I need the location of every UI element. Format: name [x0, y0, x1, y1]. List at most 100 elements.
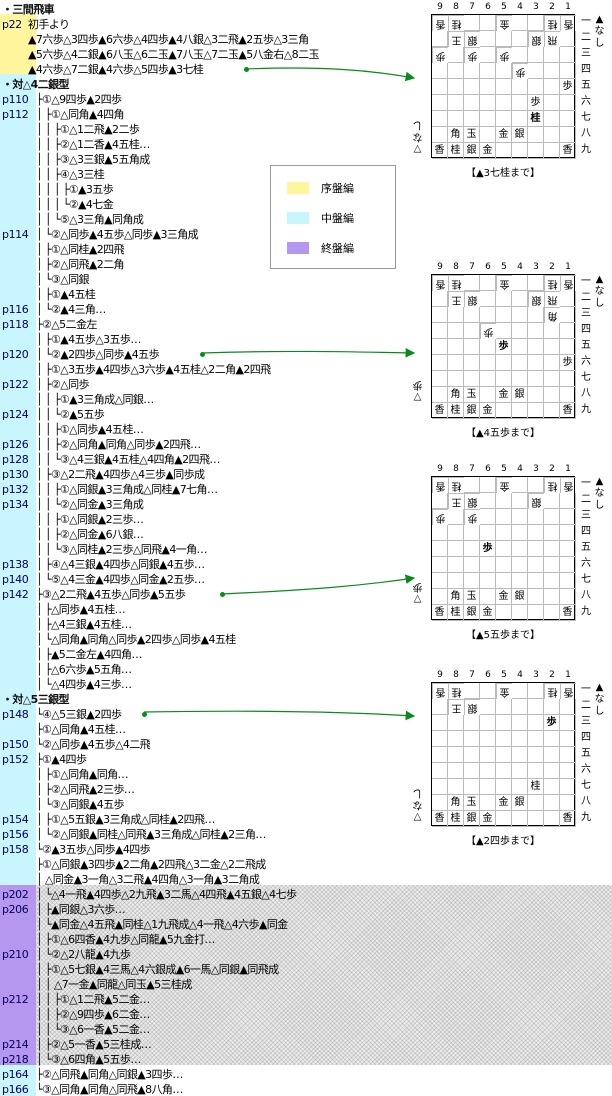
tree-row: p212 │ │ ├①△1二飛▲5二金…	[0, 992, 420, 1008]
board-square: 桂	[528, 111, 544, 127]
board-square: 桂	[448, 15, 464, 31]
rank-label: 三	[581, 716, 591, 727]
page-number: p202	[2, 888, 29, 901]
board-square	[512, 371, 528, 387]
rank-label: 二	[581, 494, 591, 505]
tree-row: │ ├②△同飛▲2二角	[0, 257, 420, 273]
board-square	[480, 339, 496, 355]
board-square	[464, 683, 480, 699]
tree-row: p158 └②▲3五歩△同歩▲4四歩	[0, 842, 420, 858]
board-square	[448, 63, 464, 79]
gote-hand: ▲なし	[594, 14, 605, 49]
rank-label: 七	[581, 574, 591, 585]
section-heading: ・三間飛車	[0, 2, 420, 18]
board-square	[432, 339, 448, 355]
board-square: 飛	[544, 31, 560, 47]
board-square	[512, 355, 528, 371]
rank-label: 五	[581, 542, 591, 553]
tree-row: │ │ ├②△同金▲6八銀…	[0, 527, 420, 543]
board-square	[448, 307, 464, 323]
rank-label: 三	[581, 510, 591, 521]
arrow-2	[201, 348, 416, 358]
board-square	[560, 557, 576, 573]
board-square	[496, 307, 512, 323]
page-number: p132	[2, 483, 29, 496]
arrow-3	[221, 574, 416, 595]
board-square	[480, 291, 496, 307]
board-square	[512, 143, 528, 159]
page-number: p138	[2, 558, 29, 571]
board-square: 香	[560, 15, 576, 31]
board-square	[544, 557, 560, 573]
file-label: 8	[453, 2, 459, 12]
board-square	[496, 525, 512, 541]
file-label: 9	[437, 464, 443, 474]
shogi-board: 香桂金桂香王銀銀飛歩歩歩歩歩歩桂角玉金銀香桂銀金香	[431, 14, 576, 159]
board-square	[544, 763, 560, 779]
board-square	[432, 355, 448, 371]
board-square	[464, 573, 480, 589]
move-line: ├①△9四歩▲2四歩	[36, 93, 122, 106]
board-square	[480, 15, 496, 31]
move-line: ├①▲4四歩	[36, 753, 87, 766]
tree-row: p210 │ └②△2八龍▲4九歩	[0, 947, 420, 963]
move-line: │ │ └③△同桂▲2三歩△同飛▲4一角…	[36, 543, 208, 556]
file-label: 4	[517, 262, 523, 272]
board-square: 金	[496, 477, 512, 493]
tree-row: │ └△同角▲同角△同歩▲2四歩△同歩▲4五桂	[0, 632, 420, 648]
rank-label: 二	[581, 700, 591, 711]
move-line: │ ├①△5五銀▲3三角成△同桂▲2四飛…	[36, 813, 215, 826]
move-line: ▲4六歩△7二銀▲4六歩△5四歩▲3七桂	[28, 63, 204, 76]
legend-label: 終盤編	[321, 242, 354, 255]
file-label: 4	[517, 670, 523, 680]
move-line: │ │ △7一金▲同龍△同玉▲5三桂成	[36, 978, 192, 991]
board-square: 銀	[464, 811, 480, 827]
tree-row: │ ├▲5二金左▲4四角…	[0, 647, 420, 663]
board-square: 香	[432, 683, 448, 699]
board-square	[560, 371, 576, 387]
board-square	[528, 355, 544, 371]
move-line: │ │ ├②△9四歩▲6二金…	[36, 1008, 150, 1021]
tree-row: p214 │ ├②△5一香▲5三桂成…	[0, 1037, 420, 1053]
board-square: 金	[480, 811, 496, 827]
board-square	[512, 403, 528, 419]
rank-label: 三	[581, 48, 591, 59]
board-square	[528, 275, 544, 291]
page-number: p164	[2, 1068, 29, 1081]
legend-swatch	[287, 182, 309, 194]
file-label: 8	[453, 464, 459, 474]
move-line: │ └②△同銀▲同桂△同飛▲3三角成△同桂▲2三角…	[36, 828, 266, 841]
rank-label: 一	[581, 276, 591, 287]
board-square: 銀	[528, 291, 544, 307]
gote-hand: ▲なし	[594, 476, 605, 511]
file-label: 5	[501, 670, 507, 680]
move-line: │ │ └⑤△3三角▲同角成	[36, 213, 144, 226]
board-square: 香	[560, 143, 576, 159]
tree-row: ▲5六歩△4二銀▲6八玉△6二玉▲7八玉△7二玉▲5八金右△8二玉	[0, 47, 420, 63]
board-square	[496, 143, 512, 159]
board-square: 歩	[480, 323, 496, 339]
board-square	[464, 731, 480, 747]
move-line: │ │ ├③△3三銀▲5五角成	[36, 153, 150, 166]
board-square: 銀	[464, 291, 480, 307]
board-square	[432, 541, 448, 557]
board-square	[496, 573, 512, 589]
board-square	[544, 79, 560, 95]
board-square: 桂	[544, 683, 560, 699]
file-label: 5	[501, 464, 507, 474]
rank-label: 三	[581, 308, 591, 319]
tree-row: │ │ └③△6一香▲5二金…	[0, 1022, 420, 1038]
tree-row: │ ├△6六歩▲5五角…	[0, 662, 420, 678]
move-line: │ │ │ └②▲4七金	[36, 198, 114, 211]
board-square	[528, 811, 544, 827]
board-square	[560, 127, 576, 143]
board-square	[544, 339, 560, 355]
board-square	[480, 387, 496, 403]
board-square: 銀	[464, 699, 480, 715]
board-square	[560, 795, 576, 811]
page-number: p142	[2, 588, 29, 601]
move-line: │ ├①△3五歩▲4四歩△3六歩▲4五桂△2二角▲2四飛	[36, 363, 271, 376]
tree-row: │ △同金▲3一角△3二飛▲4四角△3一角▲3二角成	[0, 872, 420, 888]
tree-row: p112│ ├①△同角▲4四角	[0, 107, 420, 123]
